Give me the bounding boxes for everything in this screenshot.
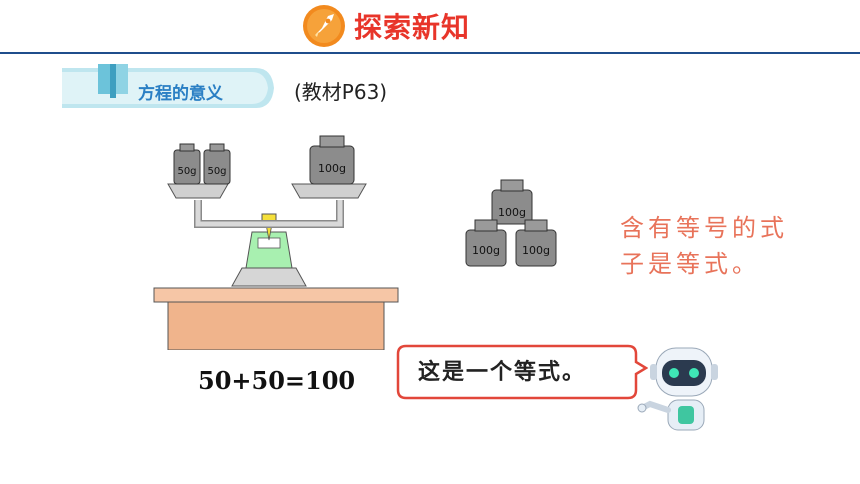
section-tab [62, 64, 274, 108]
robot-icon [637, 347, 718, 431]
weight-50g-left: 50g [173, 143, 201, 185]
page-header: 探索新知 [0, 0, 860, 60]
definition-line-2: 子是等式。 [620, 250, 760, 278]
balance-scale-illustration: 50g 50g 100g [153, 135, 399, 350]
weight-label: 100g [318, 162, 346, 175]
header-divider [0, 52, 860, 54]
speech-bubble [396, 344, 648, 400]
weight-label: 100g [472, 244, 500, 257]
speech-bubble-text: 这是一个等式。 [418, 360, 587, 385]
page-title: 探索新知 [354, 11, 471, 44]
textbook-reference: (教材P63) [294, 80, 388, 104]
weights-pile-illustration: 100g 100g 100g [465, 179, 557, 267]
weight-100g-bottom-left: 100g [465, 219, 507, 267]
section-label: 方程的意义 [138, 84, 223, 104]
weight-label: 50g [207, 166, 226, 177]
definition-line-1: 含有等号的式 [620, 214, 788, 242]
weight-label: 100g [522, 244, 550, 257]
weight-label: 50g [177, 166, 196, 177]
book-icon [98, 64, 128, 98]
weight-100g: 100g [309, 135, 355, 185]
weight-100g-bottom-right: 100g [515, 219, 557, 267]
equation: 50+50=100 [198, 366, 356, 395]
weight-50g-right: 50g [203, 143, 231, 185]
rocket-icon [303, 5, 345, 47]
weight-label: 100g [498, 206, 526, 219]
weight-100g-top: 100g [491, 179, 533, 225]
definition-text: 含有等号的式 子是等式。 [620, 210, 820, 282]
